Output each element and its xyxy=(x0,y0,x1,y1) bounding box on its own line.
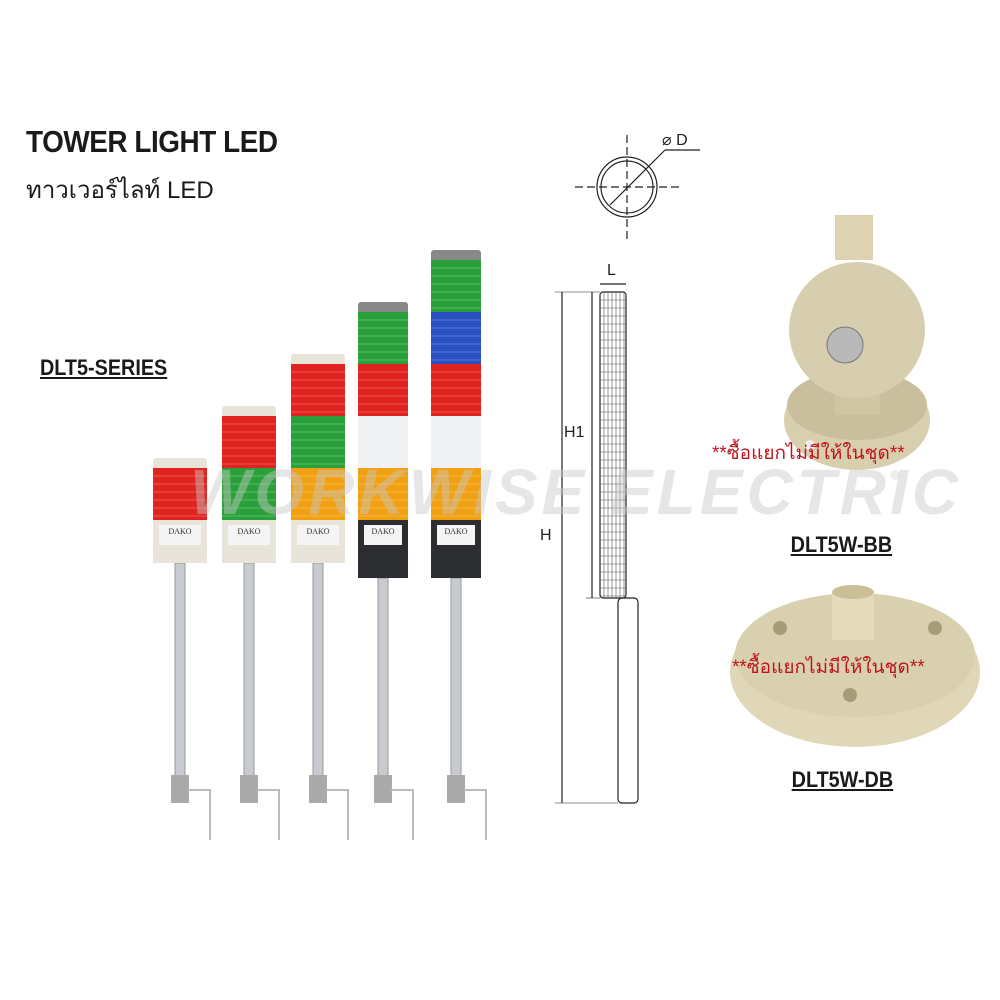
dim-height: H xyxy=(540,527,552,544)
tier-red xyxy=(358,364,408,416)
dimension-diagram xyxy=(555,135,700,804)
brand-label: DAKO xyxy=(306,527,329,536)
brand-plate xyxy=(437,525,475,545)
tier-green xyxy=(222,468,276,520)
tier-amber xyxy=(358,468,408,520)
page-title: TOWER LIGHT LED xyxy=(26,124,278,159)
tower-light: DAKO xyxy=(153,458,211,840)
series-label: DLT5-SERIES xyxy=(40,355,168,380)
tier-red xyxy=(291,364,345,416)
tier-white xyxy=(431,416,481,468)
tier-blue xyxy=(431,312,481,364)
accessory-note: **ซื้อแยกไม่มีให้ในชุด** xyxy=(732,657,925,678)
mounting-bracket xyxy=(257,789,280,840)
tier-red xyxy=(431,364,481,416)
dim-height1: H1 xyxy=(564,424,585,441)
mounting-bracket xyxy=(188,789,211,840)
brand-plate xyxy=(297,525,339,545)
accessory-model: DLT5W-BB xyxy=(790,532,893,557)
watermark: WORKWISE ELECTRIC xyxy=(190,456,962,528)
brand-label: DAKO xyxy=(371,527,394,536)
tower-cap xyxy=(358,302,408,314)
tier-red xyxy=(222,416,276,468)
dim-length: L xyxy=(607,262,616,279)
pole-nut xyxy=(374,775,392,803)
tier-green xyxy=(431,260,481,312)
tower-light: DAKO xyxy=(358,302,414,840)
tower-cap xyxy=(291,354,345,366)
dim-diameter-label: D xyxy=(676,132,688,149)
mounting-bracket xyxy=(391,789,414,840)
dim-diameter: ⌀ D xyxy=(662,132,688,149)
tower-cap xyxy=(431,250,481,262)
tower-lights: DAKO DAKO DAKO DAKO DAKO xyxy=(153,250,487,840)
pole-nut xyxy=(171,775,189,803)
tier-amber xyxy=(431,468,481,520)
tower-light: DAKO xyxy=(291,354,349,840)
mounting-bracket xyxy=(326,789,349,840)
pole-nut xyxy=(309,775,327,803)
bracket-dlt5w-bb xyxy=(784,215,930,480)
tower-pole xyxy=(174,562,186,779)
tower-cap xyxy=(153,458,207,470)
pole-nut xyxy=(240,775,258,803)
brand-label: DAKO xyxy=(444,527,467,536)
tower-pole xyxy=(312,562,324,779)
tier-red xyxy=(153,468,207,520)
page-subtitle: ทาวเวอร์ไลท์ LED xyxy=(26,177,214,204)
brand-label: DAKO xyxy=(168,527,191,536)
pole-nut xyxy=(447,775,465,803)
tier-green xyxy=(291,416,345,468)
mounting-bracket xyxy=(464,789,487,840)
tower-cap xyxy=(222,406,276,418)
tier-white xyxy=(358,416,408,468)
tier-amber xyxy=(291,468,345,520)
tower-pole xyxy=(377,577,389,794)
accessory-note: **ซื้อแยกไม่มีให้ในชุด** xyxy=(712,443,905,464)
base-dlt5w-db xyxy=(730,585,980,747)
tower-light: DAKO xyxy=(222,406,280,840)
tower-light: DAKO xyxy=(431,250,487,840)
brand-plate xyxy=(364,525,402,545)
tier-green xyxy=(358,312,408,364)
tower-pole xyxy=(243,562,255,779)
brand-plate xyxy=(228,525,270,545)
tower-pole xyxy=(450,577,462,794)
accessory-model: DLT5W-DB xyxy=(791,767,894,792)
brand-label: DAKO xyxy=(237,527,260,536)
brand-plate xyxy=(159,525,201,545)
